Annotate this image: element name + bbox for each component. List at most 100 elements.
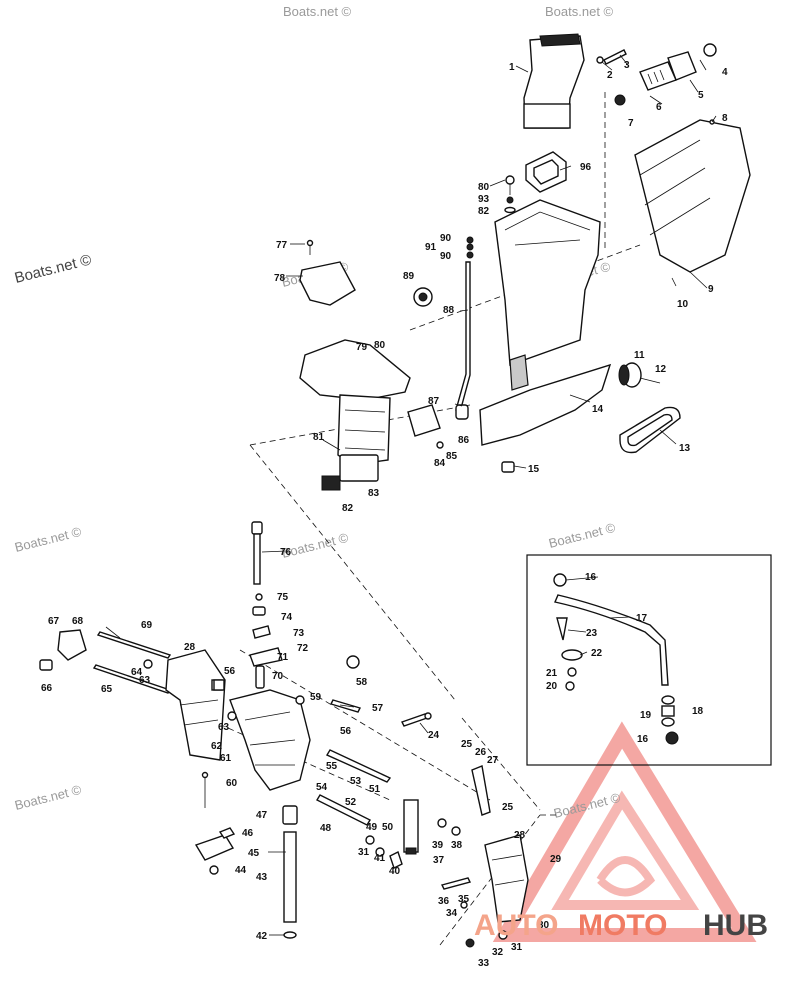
callout-number: 38 bbox=[451, 840, 463, 851]
callout-number: 32 bbox=[492, 947, 504, 958]
part-screw-set bbox=[504, 175, 516, 214]
part-trim-lever bbox=[39, 629, 87, 671]
callout-number: 51 bbox=[369, 784, 381, 795]
part-bolt-set bbox=[440, 877, 508, 948]
part-tilt-pin bbox=[251, 521, 263, 585]
part-fitting bbox=[614, 43, 717, 106]
part-tilt-tube-rods bbox=[92, 631, 172, 694]
callout-number: 63 bbox=[139, 675, 151, 686]
callout-number: 33 bbox=[478, 958, 490, 969]
callout-number: 40 bbox=[389, 866, 401, 877]
callout-number: 16 bbox=[637, 734, 649, 745]
callout-number: 22 bbox=[591, 648, 603, 659]
part-trim-bracket bbox=[471, 765, 491, 816]
callout-number: 80 bbox=[478, 182, 490, 193]
part-nut-set bbox=[466, 236, 474, 259]
callout-number: 75 bbox=[277, 592, 289, 603]
callout-number: 20 bbox=[546, 681, 558, 692]
callout-number: 80 bbox=[374, 340, 386, 351]
callout-number: 50 bbox=[382, 822, 394, 833]
callout-number: 28 bbox=[514, 830, 526, 841]
callout-number: 5 bbox=[698, 90, 704, 101]
callout-number: 74 bbox=[281, 612, 293, 623]
part-cowl-support bbox=[634, 119, 751, 287]
part-swivel-hardware bbox=[143, 659, 305, 721]
callout-number: 41 bbox=[374, 853, 386, 864]
callout-number: 13 bbox=[679, 443, 691, 454]
callout-number: 31 bbox=[511, 942, 523, 953]
callout-number: 18 bbox=[692, 706, 704, 717]
callout-number: 83 bbox=[368, 488, 380, 499]
callout-number: 71 bbox=[277, 652, 289, 663]
part-seal-loop bbox=[619, 406, 681, 454]
brand-text-hub: HUB bbox=[703, 909, 768, 942]
part-upper-mount-housing bbox=[299, 339, 411, 491]
callout-number: 6 bbox=[656, 102, 662, 113]
callout-number: 56 bbox=[224, 666, 236, 677]
callout-number: 3 bbox=[624, 60, 630, 71]
callout-number: 49 bbox=[366, 822, 378, 833]
callout-number: 9 bbox=[708, 284, 714, 295]
callout-number: 31 bbox=[358, 847, 370, 858]
watermark-text: Boats.net © bbox=[13, 251, 93, 287]
callout-number: 64 bbox=[131, 667, 143, 678]
callout-number: 37 bbox=[433, 855, 445, 866]
part-washer bbox=[213, 655, 360, 691]
callout-number: 8 bbox=[722, 113, 728, 124]
callout-number: 24 bbox=[428, 730, 440, 741]
callout-number: 57 bbox=[372, 703, 384, 714]
callout-number: 90 bbox=[440, 233, 452, 244]
callout-number: 81 bbox=[313, 432, 325, 443]
part-small-hardware bbox=[249, 593, 283, 689]
callout-number: 65 bbox=[101, 684, 113, 695]
callout-number: 42 bbox=[256, 931, 268, 942]
watermark-text: Boats.net © bbox=[13, 782, 83, 813]
callout-labels: 1 2 3 4 5 6 7 8 9 10 11 12 13 14 15 16 1… bbox=[41, 60, 728, 969]
part-cover-plate bbox=[299, 239, 356, 306]
part-steering-tube bbox=[282, 805, 298, 939]
callout-number: 86 bbox=[458, 435, 470, 446]
callout-number: 85 bbox=[446, 451, 458, 462]
part-gasket bbox=[525, 151, 567, 193]
part-screw bbox=[596, 49, 627, 65]
callout-number: 17 bbox=[636, 613, 648, 624]
callout-number: 55 bbox=[326, 761, 338, 772]
callout-leaders bbox=[105, 54, 717, 936]
watermark-text: Boats.net © bbox=[545, 4, 614, 19]
part-clamp-bracket-right bbox=[484, 834, 529, 923]
watermark-text: Boats.net © bbox=[283, 4, 352, 19]
callout-number: 66 bbox=[41, 683, 53, 694]
callout-number: 62 bbox=[211, 741, 223, 752]
callout-number: 12 bbox=[655, 364, 667, 375]
callout-number: 15 bbox=[528, 464, 540, 475]
callout-number: 7 bbox=[628, 118, 634, 129]
callout-number: 47 bbox=[256, 810, 268, 821]
callout-number: 36 bbox=[438, 896, 450, 907]
callout-number: 21 bbox=[546, 668, 558, 679]
part-rubber-mount bbox=[618, 362, 661, 388]
brand-text-auto: AUTO bbox=[474, 909, 558, 942]
callout-number: 14 bbox=[592, 404, 604, 415]
part-fastener bbox=[322, 439, 444, 451]
callout-number: 82 bbox=[478, 206, 490, 217]
callout-number: 56 bbox=[340, 726, 352, 737]
automotohub-logo bbox=[492, 721, 757, 942]
callout-number: 27 bbox=[487, 755, 499, 766]
callout-number: 76 bbox=[280, 547, 292, 558]
part-bolt-long bbox=[401, 712, 432, 727]
callout-number: 10 bbox=[677, 299, 689, 310]
callout-number: 23 bbox=[586, 628, 598, 639]
part-bracket-block bbox=[407, 404, 441, 437]
callout-number: 45 bbox=[248, 848, 260, 859]
automotohub-wordmark: AUTO MOTO HUB bbox=[474, 909, 768, 942]
callout-number: 39 bbox=[432, 840, 444, 851]
callout-number: 87 bbox=[428, 396, 440, 407]
callout-number: 48 bbox=[320, 823, 332, 834]
callout-number: 19 bbox=[640, 710, 652, 721]
callout-number: 58 bbox=[356, 677, 368, 688]
watermark-text: Boats.net © bbox=[547, 520, 617, 551]
callout-number: 25 bbox=[502, 802, 514, 813]
callout-number: 88 bbox=[443, 305, 455, 316]
